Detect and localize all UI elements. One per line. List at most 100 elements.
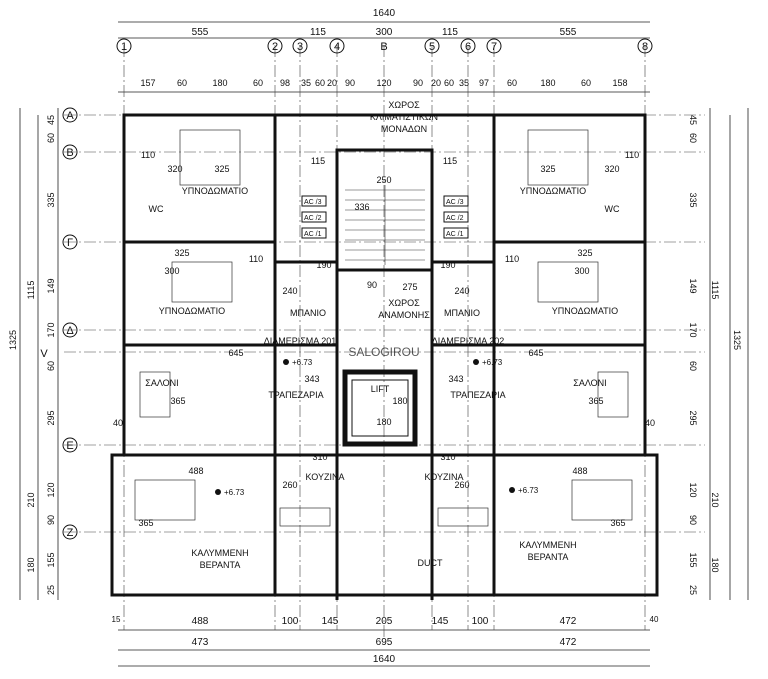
- room-bathroom-left: ΜΠΑΝΙΟ: [290, 308, 326, 318]
- dim-label: 472: [560, 637, 577, 648]
- ac-units: AC /3 AC /2 AC /1 AC /3 AC /2 AC /1: [301, 195, 469, 239]
- stair-treads: [345, 185, 425, 265]
- axis-label: 8: [642, 41, 648, 53]
- room-veranda-right: ΒΕΡΑΝΤΑ: [528, 552, 569, 562]
- dim-left: 1115 1325 60 45 335 149 170 60 295 210 1…: [8, 115, 56, 595]
- ac-unit-label: AC /2: [304, 215, 322, 222]
- level-label: +6.73: [518, 486, 539, 495]
- dim-label: 180: [540, 78, 555, 88]
- dim-label: 320: [604, 164, 619, 174]
- dim-label: 120: [46, 482, 56, 497]
- room-lobby: ΑΝΑΜΟΝΗΣ: [378, 310, 430, 320]
- dim-label: 115: [443, 156, 457, 166]
- dim-label: 20: [327, 78, 337, 88]
- dim-label: 90: [688, 515, 698, 525]
- dim-label: 310: [440, 452, 455, 462]
- dim-label: 240: [282, 286, 297, 296]
- dim-label: 90: [367, 280, 377, 290]
- dim-label: 190: [440, 260, 455, 270]
- dim-label: 110: [625, 150, 639, 160]
- axis-label: 1: [121, 41, 127, 53]
- dim-label: 260: [282, 480, 297, 490]
- dim-label: 145: [432, 616, 449, 627]
- room-dimensions: 325 325 320 320 110 110 325 325 300 300 …: [113, 150, 655, 528]
- dim-label: 155: [688, 552, 698, 567]
- dim-label: 90: [345, 78, 355, 88]
- dim-label: 555: [192, 27, 209, 38]
- dim-label: 60: [581, 78, 591, 88]
- ac-unit-label: AC /2: [446, 215, 464, 222]
- dim-label: 343: [304, 374, 319, 384]
- dim-label: 555: [560, 27, 577, 38]
- dim-label: 97: [479, 78, 489, 88]
- room-dining-right: ΤΡΑΠΕΖΑΡΙΑ: [450, 390, 505, 400]
- dim-label: 60: [315, 78, 325, 88]
- room-lobby: ΧΩΡΟΣ: [388, 298, 420, 308]
- dim-label: 100: [472, 616, 489, 627]
- dim-label: 335: [688, 192, 698, 207]
- dim-label: 110: [249, 254, 263, 264]
- dim-label: 645: [228, 348, 243, 358]
- dim-label: 155: [46, 552, 56, 567]
- dim-label: 300: [574, 266, 589, 276]
- room-storage: ΧΩΡΟΣ: [388, 100, 420, 110]
- dim-label: 343: [448, 374, 463, 384]
- axis-label: 5: [429, 41, 435, 53]
- dim-label: 1325: [732, 330, 742, 350]
- dim-label: 115: [310, 27, 326, 38]
- dim-label: 60: [46, 361, 56, 371]
- dim-bottom: 15 40 488 100 145 205 145 100 472 473 69…: [112, 615, 659, 665]
- dim-label: 335: [46, 192, 56, 207]
- room-storage: ΚΛΙΜΑΤΙΣΤΙΚΩΝ: [370, 112, 438, 122]
- dim-label: 645: [528, 348, 543, 358]
- room-bedroom-1-right: ΥΠΝΟΔΩΜΑΤΙΟ: [520, 186, 586, 196]
- dim-label: 325: [214, 164, 229, 174]
- dim-label: 365: [588, 396, 603, 406]
- axis-label: V: [40, 348, 48, 360]
- furniture: [134, 129, 633, 527]
- level-markers: +6.73 +6.73 +6.73 +6.73: [215, 358, 539, 497]
- dim-label: 275: [402, 282, 417, 292]
- room-bedroom-2-left: ΥΠΝΟΔΩΜΑΤΙΟ: [159, 306, 225, 316]
- room-veranda-right: ΚΑΛΥΜΜΕΝΗ: [519, 540, 576, 550]
- dim-label: 205: [376, 616, 393, 627]
- room-kitchen-left: ΚΟΥΖΙΝΑ: [306, 472, 345, 482]
- dim-label: 180: [392, 396, 407, 406]
- dim-label: 250: [376, 175, 391, 185]
- dim-label: 120: [688, 482, 698, 497]
- room-bathroom-right: ΜΠΑΝΙΟ: [444, 308, 480, 318]
- room-veranda-left: ΒΕΡΑΝΤΑ: [200, 560, 241, 570]
- dim-label: 110: [141, 150, 155, 160]
- dim-label: 300: [164, 266, 179, 276]
- dim-label: 120: [376, 78, 391, 88]
- dim-label: 295: [46, 410, 56, 425]
- ac-unit-label: AC /3: [304, 199, 322, 206]
- walls: [110, 113, 659, 600]
- axis-bubbles: 1 2 3 4 B 5 6 7 8 A B Γ Δ V E Z: [40, 38, 653, 540]
- dim-label: 325: [540, 164, 555, 174]
- dim-label: 295: [688, 410, 698, 425]
- room-veranda-left: ΚΑΛΥΜΜΕΝΗ: [191, 548, 248, 558]
- room-labels: ΧΩΡΟΣ ΚΛΙΜΑΤΙΣΤΙΚΩΝ ΜΟΝΑΔΩΝ ΥΠΝΟΔΩΜΑΤΙΟ …: [145, 100, 620, 570]
- dim-label: 40: [650, 615, 659, 624]
- dim-label: 98: [280, 78, 290, 88]
- dim-label: 1115: [710, 281, 720, 300]
- dim-right: 1115 1325 60 45 335 149 170 60 295 210 1…: [688, 115, 742, 595]
- dim-label: 1115: [26, 281, 36, 300]
- apartment-202-label: ΔΙΑΜΕΡΙΣΜΑ 202: [432, 336, 505, 346]
- dim-label: 488: [188, 466, 203, 476]
- room-living-left: ΣΑΛΟΝΙ: [145, 378, 178, 388]
- dim-label: 325: [174, 248, 189, 258]
- axis-label: 4: [334, 41, 340, 53]
- dim-label: 240: [454, 286, 469, 296]
- dimension-lines: [19, 21, 749, 667]
- dim-label: 20: [431, 78, 441, 88]
- room-dining-left: ΤΡΑΠΕΖΑΡΙΑ: [268, 390, 323, 400]
- dim-label: 310: [312, 452, 327, 462]
- dim-label: 365: [610, 518, 625, 528]
- dim-label: 170: [46, 322, 56, 337]
- lift-label: LIFT: [371, 384, 390, 394]
- dim-label: 180: [376, 417, 391, 427]
- dim-label: 180: [710, 557, 720, 572]
- dim-label: 190: [316, 260, 331, 270]
